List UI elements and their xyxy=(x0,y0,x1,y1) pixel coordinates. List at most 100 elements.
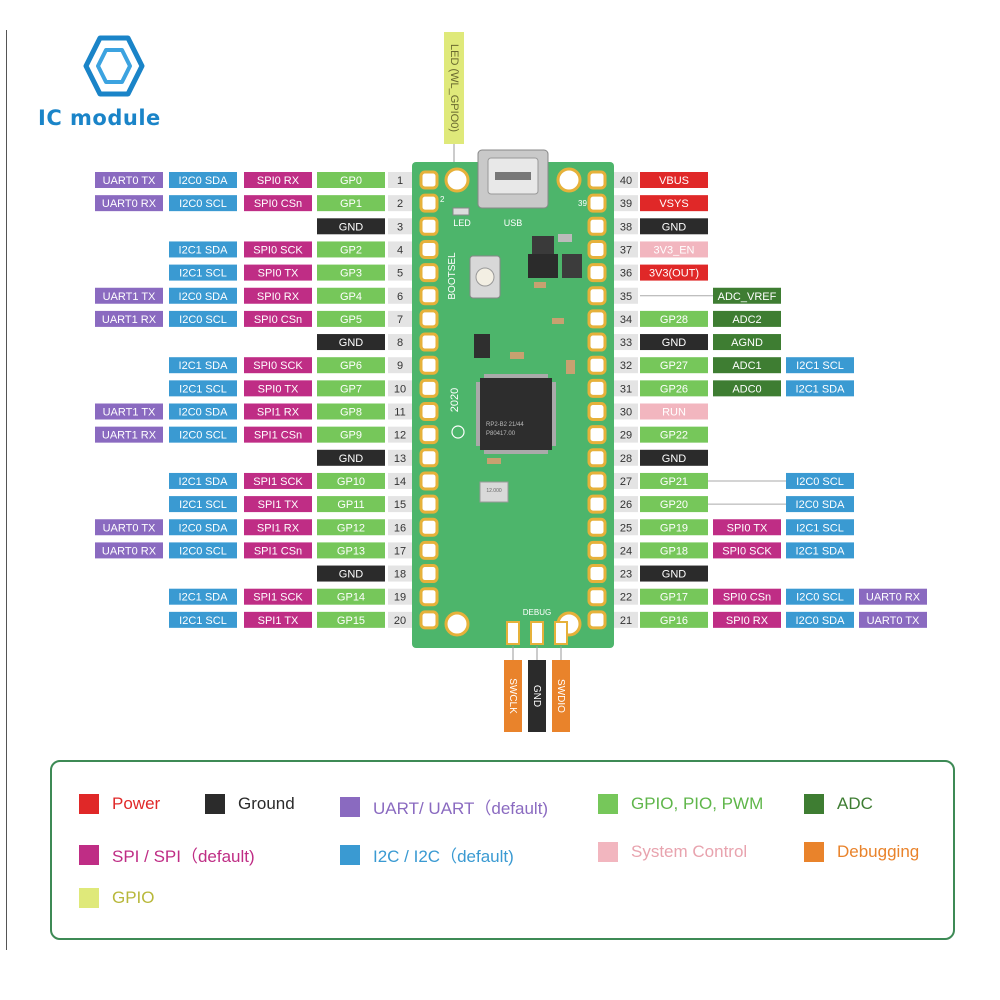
pin-label-left-10-i2c1-scl: I2C1 SCL xyxy=(169,380,237,397)
pin-label-left-9-gp6: GP6 xyxy=(317,357,385,374)
legend-swatch-spi xyxy=(79,844,99,865)
pin-number-33: 33 xyxy=(620,337,632,349)
pin-pad-10 xyxy=(419,378,439,398)
pin-pad-29 xyxy=(587,425,607,445)
legend-item-gpio-pio-pwm: GPIO, PIO, PWM xyxy=(598,794,763,814)
usb-label: USB xyxy=(504,218,523,228)
pin-label-right-31-i2c1-sda: I2C1 SDA xyxy=(786,380,854,397)
pin-number-13: 13 xyxy=(394,453,406,465)
legend-swatch-adc xyxy=(804,794,824,814)
legend-label-debugging: Debugging xyxy=(837,842,920,861)
svg-text:SPI0 TX: SPI0 TX xyxy=(258,268,299,280)
pin-label-left-15-gp11: GP11 xyxy=(317,496,385,513)
pin-pad-11 xyxy=(419,402,439,421)
pin-number-25: 25 xyxy=(620,522,632,534)
svg-text:SPI1 SCK: SPI1 SCK xyxy=(253,476,303,488)
svg-text:I2C1 SDA: I2C1 SDA xyxy=(796,545,846,557)
svg-text:GP7: GP7 xyxy=(340,383,362,395)
pin-number-bg-21 xyxy=(614,611,638,628)
pin-number-32: 32 xyxy=(620,360,632,372)
svg-text:I2C1 SDA: I2C1 SDA xyxy=(179,360,229,372)
legend-item-uart: UART/ UART（default) xyxy=(340,794,548,819)
svg-text:SPI0 SCK: SPI0 SCK xyxy=(253,360,303,372)
pin-label-right-34-adc2: ADC2 xyxy=(713,310,781,327)
svg-text:I2C1 SCL: I2C1 SCL xyxy=(179,268,227,280)
pin-number-14: 14 xyxy=(394,476,406,488)
pin-label-left-17-i2c0-scl: I2C0 SCL xyxy=(169,542,237,559)
legend-item-adc: ADC xyxy=(804,794,873,814)
svg-text:GP2: GP2 xyxy=(340,244,362,256)
pin-number-35: 35 xyxy=(620,291,632,303)
pin-label-left-5-i2c1-scl: I2C1 SCL xyxy=(169,264,237,281)
pin-pad-37 xyxy=(587,239,607,259)
svg-text:SPI0 TX: SPI0 TX xyxy=(727,522,768,534)
pin-number-6: 6 xyxy=(397,291,403,303)
pin-label-right-33-agnd: AGND xyxy=(713,334,781,351)
pin-label-right-32-i2c1-scl: I2C1 SCL xyxy=(786,357,854,374)
pin-pad-14 xyxy=(419,471,439,491)
debug-pin-swclk: SWCLK xyxy=(504,646,522,732)
power-components xyxy=(474,234,582,374)
svg-text:UART1 TX: UART1 TX xyxy=(103,291,156,303)
led-label: LED xyxy=(453,218,471,228)
pin-label-left-1-gp0: GP0 xyxy=(317,172,385,188)
svg-text:I2C1 SCL: I2C1 SCL xyxy=(796,360,844,372)
svg-text:GP12: GP12 xyxy=(337,522,365,534)
pin-label-right-35-adc-vref: ADC_VREF xyxy=(713,287,781,304)
pin-label-right-40-vbus: VBUS xyxy=(640,172,708,188)
svg-text:I2C0 SDA: I2C0 SDA xyxy=(179,175,229,187)
pinout-diagram: LED (WL_GPIO0) USB LED 2 39 BOOTSEL xyxy=(95,32,927,732)
pin-label-left-12-spi1-csn: SPI1 CSn xyxy=(244,426,312,443)
svg-text:GND: GND xyxy=(662,221,687,233)
pin-label-left-5-gp3: GP3 xyxy=(317,264,385,281)
pin-pad-39 xyxy=(587,193,607,213)
pin-pad-32 xyxy=(587,355,607,375)
pin-number-22: 22 xyxy=(620,592,632,604)
svg-text:GND: GND xyxy=(339,337,364,349)
svg-text:I2C0 SCL: I2C0 SCL xyxy=(179,314,227,326)
svg-text:I2C0 SDA: I2C0 SDA xyxy=(179,522,229,534)
svg-text:UART0 RX: UART0 RX xyxy=(102,545,157,557)
pin-number-36: 36 xyxy=(620,268,632,280)
pin-number-5: 5 xyxy=(397,268,403,280)
pin-pad-9 xyxy=(419,355,439,375)
pin-pad-25 xyxy=(587,517,607,537)
pin-number-27: 27 xyxy=(620,476,632,488)
pin-label-right-25-gp19: GP19 xyxy=(640,519,708,536)
pin-label-left-17-gp13: GP13 xyxy=(317,542,385,559)
pin-label-left-4-i2c1-sda: I2C1 SDA xyxy=(169,241,237,258)
pin-label-left-4-spi0-sck: SPI0 SCK xyxy=(244,241,312,258)
pin-label-left-15-i2c1-scl: I2C1 SCL xyxy=(169,496,237,513)
pin-label-right-32-gp27: GP27 xyxy=(640,357,708,374)
chip-text-1: RP2-B2 21/44 xyxy=(486,422,524,428)
pin-pad-19 xyxy=(419,587,439,607)
pin-pad-18 xyxy=(419,564,439,584)
svg-text:ADC2: ADC2 xyxy=(732,314,761,326)
svg-text:UART0 TX: UART0 TX xyxy=(867,615,920,627)
pin-number-bg-36 xyxy=(614,264,638,281)
legend-swatch-debugging xyxy=(804,842,824,862)
svg-text:UART1 TX: UART1 TX xyxy=(103,407,156,419)
pin-pad-35 xyxy=(587,286,607,306)
pin-label-left-11-spi1-rx: SPI1 RX xyxy=(244,403,312,420)
bootsel-button xyxy=(469,255,501,299)
pin-label-left-5-spi0-tx: SPI0 TX xyxy=(244,264,312,281)
svg-text:GND: GND xyxy=(662,453,687,465)
pin-label-left-11-gp8: GP8 xyxy=(317,403,385,420)
svg-text:SPI0 RX: SPI0 RX xyxy=(257,175,300,187)
svg-text:SWDIO: SWDIO xyxy=(555,679,566,713)
svg-text:SPI0 CSn: SPI0 CSn xyxy=(723,592,771,604)
rp2040-chip xyxy=(476,374,556,454)
pin-label-left-19-i2c1-sda: I2C1 SDA xyxy=(169,588,237,605)
chip-text-2: P80417.00 xyxy=(486,431,516,437)
svg-text:GP14: GP14 xyxy=(337,592,365,604)
svg-text:ADC1: ADC1 xyxy=(732,360,761,372)
pin-pad-3 xyxy=(419,216,439,236)
pin-number-3: 3 xyxy=(397,221,403,233)
pin-number-bg-1 xyxy=(388,172,412,188)
pin-pad-28 xyxy=(587,448,607,468)
svg-text:VSYS: VSYS xyxy=(659,198,688,210)
pin-number-bg-11 xyxy=(388,403,412,420)
led-pin-label-bg xyxy=(444,32,464,144)
pin-pad-20 xyxy=(419,610,439,630)
